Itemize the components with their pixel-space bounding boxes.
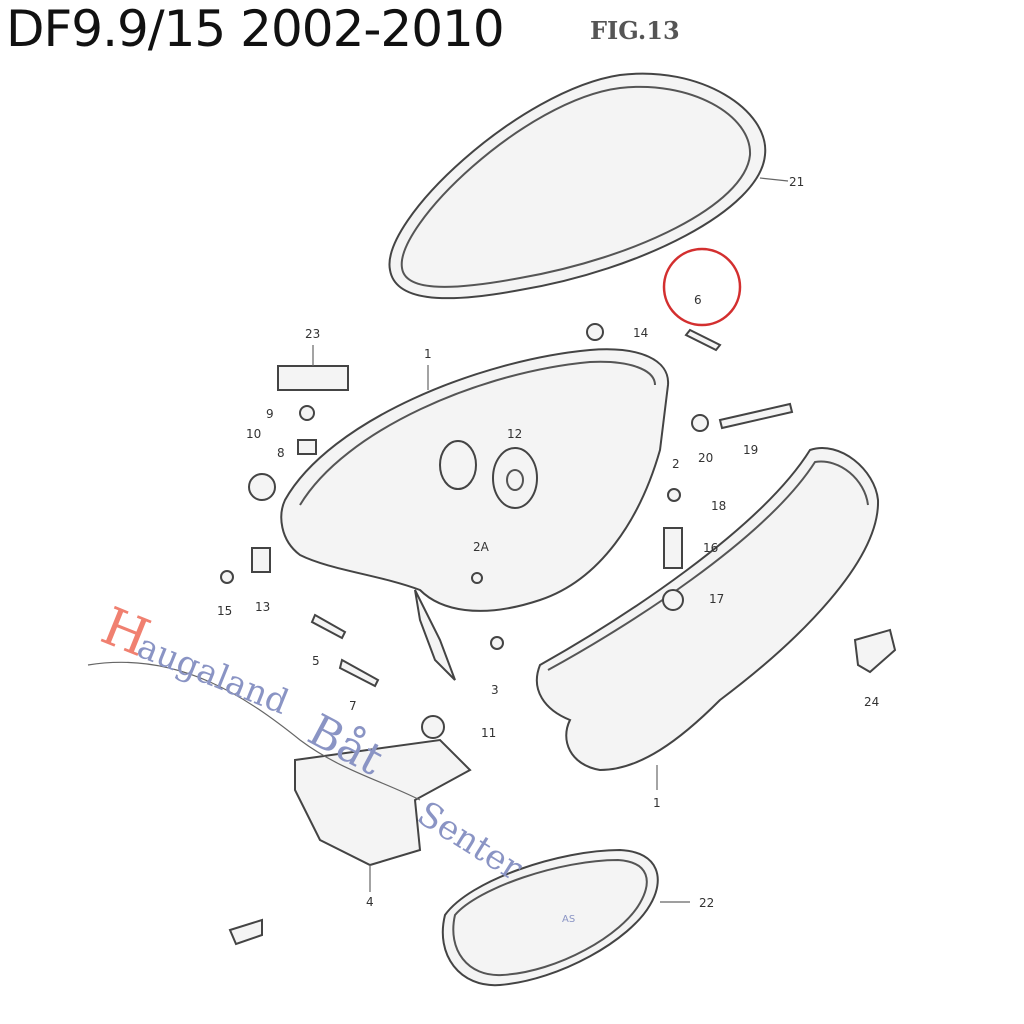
callout-5: 5	[312, 654, 320, 668]
callout-12: 12	[507, 427, 522, 441]
callout-17: 17	[709, 592, 724, 606]
svg-text:AS: AS	[562, 914, 575, 925]
bracket-4	[294, 738, 472, 892]
callout-2a: 2A	[473, 540, 490, 554]
callout-7: 7	[349, 699, 357, 713]
callout-14: 14	[633, 326, 648, 340]
callout-24: 24	[864, 695, 879, 709]
callout-23: 23	[305, 327, 320, 341]
latch-24	[853, 628, 897, 674]
label-plate-23	[277, 345, 349, 391]
callout-6: 6	[694, 293, 702, 307]
page-title: DF9.9/15 2002-2010	[6, 0, 505, 58]
pin-19	[718, 402, 794, 430]
callout-15: 15	[217, 604, 232, 618]
figure-label: FIG.13	[590, 16, 680, 45]
small-parts	[220, 323, 722, 946]
callout-19: 19	[743, 443, 758, 457]
seal-22	[441, 848, 690, 987]
callout-18: 18	[711, 499, 726, 513]
callout-1: 1	[424, 347, 432, 361]
svg-text:augaland: augaland	[132, 626, 294, 723]
cover-1-lower	[535, 447, 880, 790]
callout-11: 11	[481, 726, 496, 740]
callout-9: 9	[266, 407, 274, 421]
callout-3: 3	[491, 683, 499, 697]
callout-4: 4	[366, 895, 374, 909]
svg-text:Senter: Senter	[410, 794, 530, 889]
callout-20: 20	[698, 451, 713, 465]
callout-13: 13	[255, 600, 270, 614]
callout-1-lower: 1	[653, 796, 661, 810]
callout-21: 21	[789, 175, 804, 189]
callout-2: 2	[672, 457, 680, 471]
callout-16: 16	[703, 541, 718, 555]
callout-10: 10	[246, 427, 261, 441]
callout-22: 22	[699, 896, 714, 910]
seal-21	[388, 72, 789, 300]
callout-8: 8	[277, 446, 285, 460]
cover-1-upper	[280, 348, 670, 681]
highlight-circle	[662, 247, 742, 327]
